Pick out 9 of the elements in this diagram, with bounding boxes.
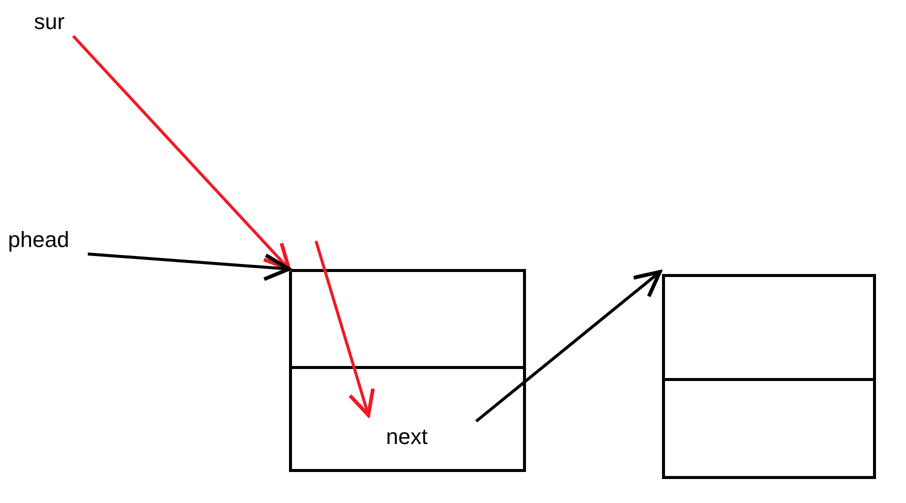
arrow bbox=[72, 34, 291, 271]
field-label: next bbox=[386, 424, 428, 450]
list-node-box bbox=[289, 269, 526, 472]
pointer-label: sur bbox=[34, 8, 65, 36]
pointer-label: phead bbox=[8, 226, 70, 254]
arrow bbox=[314, 240, 375, 418]
arrow bbox=[88, 252, 291, 282]
arrow bbox=[475, 270, 662, 422]
list-node-box bbox=[662, 274, 876, 479]
